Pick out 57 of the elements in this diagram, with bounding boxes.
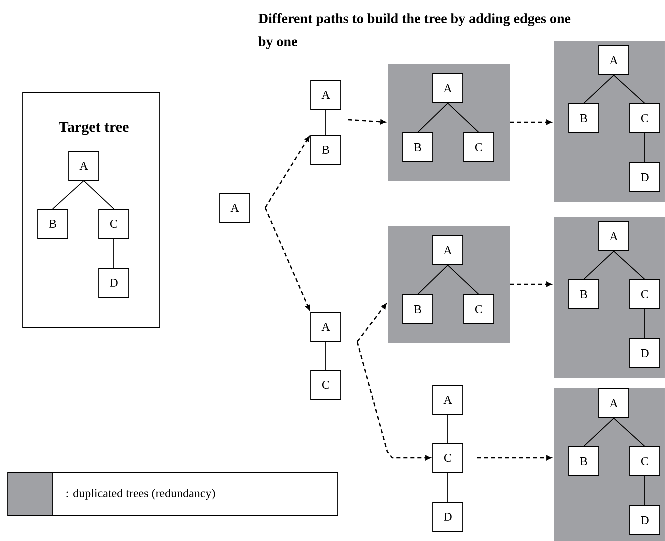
- tree-node-box: A: [432, 74, 464, 104]
- tree-node-box: C: [432, 443, 464, 473]
- tree-edge: [448, 265, 480, 295]
- tree-edge: [614, 418, 646, 447]
- target-tree-frame: [22, 92, 160, 328]
- tree-node-box: A: [598, 222, 630, 252]
- tree-node-box: A: [598, 388, 630, 418]
- tree-node-box: B: [38, 209, 68, 239]
- tree-node-box: D: [630, 162, 660, 192]
- dashed-arrow: [356, 304, 387, 342]
- tree-node-box: C: [630, 446, 660, 476]
- tree-node-box: B: [402, 132, 434, 162]
- tree-node-box: C: [310, 370, 342, 400]
- tree-node-box: A: [220, 193, 250, 223]
- tree-edge: [614, 251, 646, 280]
- tree-node-box: A: [598, 46, 630, 76]
- tree-node-box: B: [568, 104, 600, 134]
- tree-edge: [584, 75, 614, 104]
- dashed-arrow: [264, 208, 310, 311]
- tree-edge: [418, 265, 448, 295]
- tree-node-box: D: [432, 502, 464, 532]
- dashed-arrow: [510, 120, 552, 125]
- dashed-arrow: [356, 342, 431, 460]
- tree-node-box: B: [568, 280, 600, 310]
- title: Different paths to build the tree by adding edges one by one: [258, 13, 571, 50]
- tree-edge: [584, 418, 614, 447]
- tree-node-box: C: [464, 294, 494, 324]
- tree-node-box: C: [464, 132, 494, 162]
- tree-edge: [448, 103, 480, 133]
- tree-edge: [644, 309, 646, 339]
- tree-node-box: C: [630, 104, 660, 134]
- tree-edge: [584, 251, 614, 280]
- tree-node-box: A: [310, 80, 342, 110]
- tree-edge: [644, 133, 646, 163]
- tree-edge: [644, 476, 646, 506]
- tree-node-box: C: [630, 280, 660, 310]
- tree-edge: [418, 103, 448, 133]
- tree-node-box: A: [68, 151, 100, 181]
- tree-node-box: C: [98, 209, 130, 239]
- tree-edge: [52, 180, 84, 210]
- dashed-arrow: [264, 136, 310, 208]
- dashed-arrow: [477, 456, 552, 460]
- dashed-arrow: [510, 282, 552, 287]
- tree-edge: [614, 75, 646, 104]
- legend-box: : duplicated trees (redundancy): [52, 472, 338, 516]
- tree-node-box: B: [568, 446, 600, 476]
- tree-node-box: D: [98, 268, 130, 298]
- tree-node-box: D: [630, 506, 660, 536]
- tree-edge: [84, 180, 114, 210]
- tree-node-box: D: [630, 338, 660, 368]
- dashed-arrow: [348, 119, 386, 125]
- frame-heading: Target tree: [59, 122, 129, 136]
- tree-node-box: A: [432, 385, 464, 415]
- tree-node-box: A: [310, 312, 342, 342]
- tree-node-box: B: [402, 294, 434, 324]
- tree-node-box: A: [432, 236, 464, 266]
- tree-node-box: B: [310, 135, 342, 165]
